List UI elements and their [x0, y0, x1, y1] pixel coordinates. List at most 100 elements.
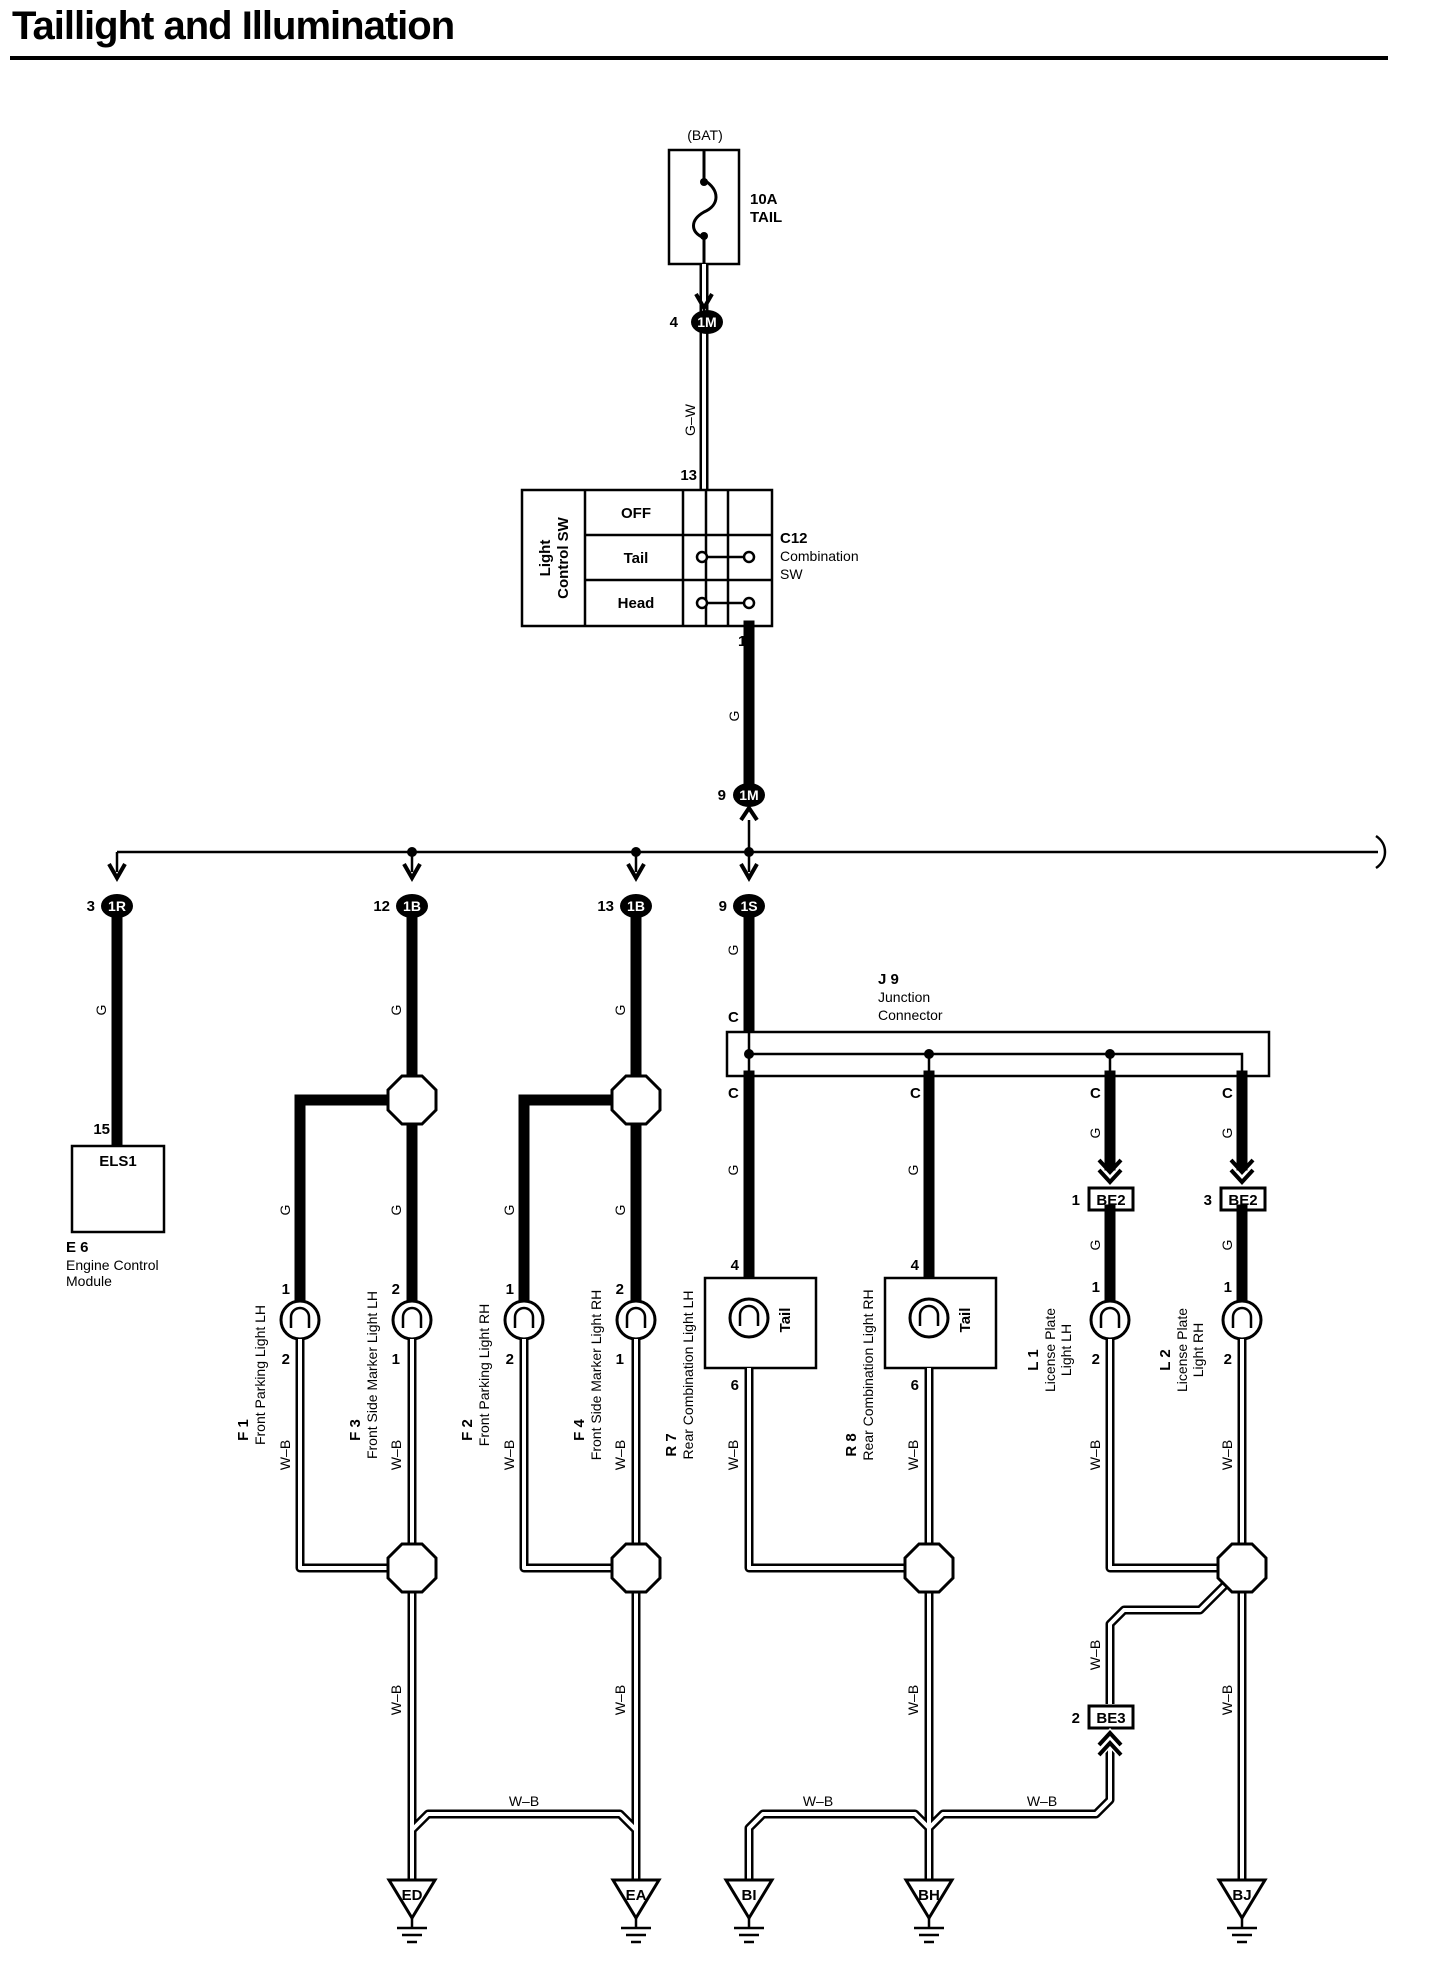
combination-switch [520, 488, 774, 628]
lamp-f3-code: F 3 [347, 1419, 364, 1441]
wire-wb-l2: W–B [1219, 1440, 1235, 1470]
wire-g-f3: G [388, 1205, 404, 1216]
wire-wb-bh: W–B [905, 1685, 921, 1715]
r8-tail-label: Tail [957, 1308, 974, 1333]
switch-name-line1: Combination [780, 548, 859, 564]
wire-wb-f4: W–B [612, 1440, 628, 1470]
lamp-r8-name: Rear Combination Light RH [860, 1289, 876, 1460]
pin-2-f2: 2 [506, 1351, 514, 1368]
bulb-f1 [279, 1299, 321, 1341]
wire-wb-ed-ea: W–B [509, 1793, 539, 1809]
splice-ground-l [1216, 1542, 1268, 1594]
bulb-r8 [908, 1297, 950, 1339]
ecm-code: E 6 [66, 1239, 89, 1256]
fuse-rating: 10A [750, 191, 778, 208]
pin-1-f3: 1 [392, 1351, 400, 1368]
wire-wb-f3: W–B [388, 1440, 404, 1470]
pin-1-l1: 1 [1092, 1279, 1100, 1296]
wire-g-l1-upper: G [1087, 1128, 1103, 1139]
ground-bh-label: BH [918, 1887, 940, 1904]
lamp-f4-code: F 4 [571, 1419, 588, 1441]
wire-wb-ed: W–B [388, 1685, 404, 1715]
switch-group-line1: Light [537, 540, 554, 577]
wire-g-f2: G [501, 1205, 517, 1216]
wire-wb-ea: W–B [612, 1685, 628, 1715]
pin-1-l2: 1 [1224, 1279, 1232, 1296]
wire-g-l2-upper: G [1219, 1128, 1235, 1139]
switch-position-head: Head [618, 595, 655, 612]
ecm-box [70, 1144, 166, 1234]
wire-g-r8: G [905, 1165, 921, 1176]
lamp-f3-name: Front Side Marker Light LH [364, 1291, 380, 1459]
j9-out-c-r7: C [728, 1085, 739, 1102]
pin-2-f1: 2 [282, 1351, 290, 1368]
pin-2-l2: 2 [1224, 1351, 1232, 1368]
bulb-l1 [1089, 1299, 1131, 1341]
j9-input-c: C [728, 1009, 739, 1026]
ground-ed-label: ED [402, 1887, 423, 1904]
wire-wb-f2: W–B [501, 1440, 517, 1470]
wire-wb-r8: W–B [905, 1440, 921, 1470]
pin-2-be3: 2 [1072, 1710, 1080, 1727]
ground-wiring [295, 1339, 1247, 1880]
splice-f3 [386, 1074, 438, 1126]
wire-wb-be3: W–B [1087, 1640, 1103, 1670]
wire-g-f3-upper: G [388, 1005, 404, 1016]
pin-3-1r: 3 [87, 898, 95, 915]
lamp-l1-code: L 1 [1025, 1349, 1042, 1370]
lamp-f2-code: F 2 [459, 1419, 476, 1441]
pin-4-r8: 4 [911, 1257, 920, 1274]
wire-wb-f1: W–B [277, 1440, 293, 1470]
ground-bi-label: BI [742, 1887, 757, 1904]
wire-wb-r7: W–B [725, 1440, 741, 1470]
connector-1r-label: 1R [108, 898, 126, 914]
ecm-name-line2: Module [66, 1273, 112, 1289]
wire-g-ecm-label: G [93, 1005, 109, 1016]
switch-group-line2: Control SW [555, 516, 572, 598]
pin-9-1m: 9 [718, 787, 726, 804]
switch-position-off: OFF [621, 505, 651, 522]
pin-13-switch: 13 [680, 467, 697, 484]
lamp-r8-code: R 8 [843, 1433, 860, 1456]
pin-6-r8: 6 [911, 1377, 919, 1394]
pin-15-ecm: 15 [93, 1121, 110, 1138]
pin-3-be2: 3 [1204, 1192, 1212, 1209]
pin-4-r7: 4 [731, 1257, 740, 1274]
connector-be3 [1087, 1704, 1135, 1730]
pin-2-f3: 2 [392, 1281, 400, 1298]
wire-wb-bi-bh: W–B [803, 1793, 833, 1809]
switch-name-line2: SW [780, 566, 803, 582]
title-rule [10, 56, 1388, 60]
wire-wb-l1: W–B [1087, 1440, 1103, 1470]
bulb-f2 [503, 1299, 545, 1341]
pin-12-1b: 12 [373, 898, 390, 915]
connector-1b-a-label: 1B [403, 898, 421, 914]
ecm-name-line1: Engine Control [66, 1257, 159, 1273]
wire-g-f4-upper: G [612, 1005, 628, 1016]
lamp-l2-code: L 2 [1157, 1349, 1174, 1370]
wire-wb-bh-be3: W–B [1027, 1793, 1057, 1809]
wire-g-f4: G [612, 1205, 628, 1216]
junction-line1: Junction [878, 989, 930, 1005]
wire-g-l2: G [1219, 1240, 1235, 1251]
page-title: Taillight and Illumination [12, 4, 455, 48]
switch-code: C12 [780, 530, 808, 547]
wire-wb-bj: W–B [1219, 1685, 1235, 1715]
wire-g-f1: G [277, 1205, 293, 1216]
splice-f4 [610, 1074, 662, 1126]
splice-ground-f-rh [610, 1542, 662, 1594]
r7-tail-label: Tail [777, 1308, 794, 1333]
lamp-l2-line1: License Plate [1174, 1308, 1190, 1392]
lamp-l1-line1: License Plate [1042, 1308, 1058, 1392]
switch-position-tail: Tail [624, 550, 649, 567]
j9-out-c-l2: C [1222, 1085, 1233, 1102]
fuse-icon [692, 150, 718, 264]
ground-ea-label: EA [626, 1887, 647, 1904]
connector-1s-label: 1S [740, 898, 757, 914]
bulb-r7 [728, 1297, 770, 1339]
connector-1b-b-label: 1B [627, 898, 645, 914]
lamp-l1-line2: Light LH [1058, 1324, 1074, 1376]
splice-ground-f [386, 1542, 438, 1594]
wire-g-j9-label: G [725, 945, 741, 956]
